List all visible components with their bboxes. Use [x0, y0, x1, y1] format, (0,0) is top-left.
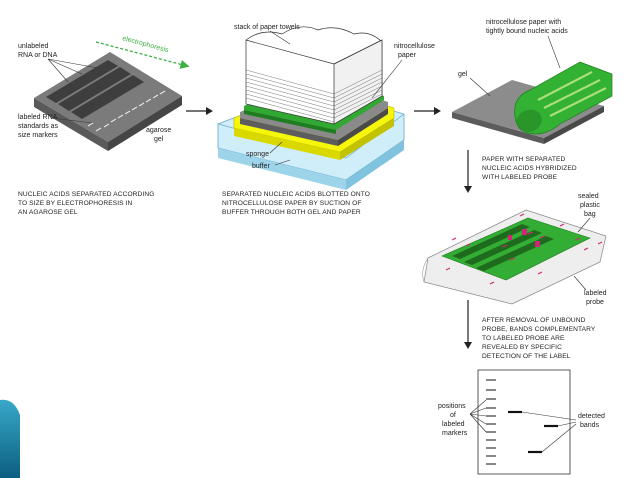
step1-caption: AN AGAROSE GEL: [18, 209, 78, 216]
unlabeled-label: RNA or DNA: [18, 52, 58, 59]
detected-label: bands: [580, 422, 600, 429]
step1-caption: NUCLEIC ACIDS SEPARATED ACCORDING: [18, 191, 154, 198]
paper-bands: [537, 71, 607, 117]
towel-layer-lines: [245, 69, 383, 123]
hyb-bands: [452, 224, 554, 271]
step2-blot-stack: stack of paper towels nitrocellulose pap…: [217, 24, 435, 216]
step2-caption: BUFFER THROUGH BOTH GEL AND PAPER: [222, 209, 361, 216]
gel-right-face: [108, 96, 182, 151]
step5-caption: AFTER REMOVAL OF UNBOUND: [482, 317, 586, 324]
gel-band: [46, 60, 118, 103]
detected-label: detected: [578, 413, 605, 420]
leader-line: [547, 35, 561, 69]
paper-label: tightly bound nucleic acids: [486, 28, 568, 35]
gel-left-face: [34, 98, 108, 151]
probe-marks: [445, 213, 603, 285]
leader-line: [577, 217, 591, 233]
step5-autoradiograph: positions of labeled markers detected ba…: [438, 369, 605, 475]
step4-caption: NUCLEIC ACIDS HYBRIDIZED: [482, 165, 577, 172]
leader-line: [47, 58, 83, 75]
leader-line: [269, 30, 291, 45]
step2-caption: SEPARATED NUCLEIC ACIDS BLOTTED ONTO: [222, 191, 370, 198]
bag-label: bag: [584, 211, 596, 218]
leader-line: [269, 141, 283, 154]
leader-line: [47, 58, 69, 83]
leader-line: [371, 59, 403, 99]
positions-label: of: [450, 412, 456, 419]
flow-arrow-head: [206, 107, 213, 115]
standards-label: size markers: [18, 132, 58, 139]
step1-agarose-gel: electrophoresis unlabeled RNA or DNA lab…: [18, 35, 190, 216]
unlabeled-label: unlabeled: [18, 43, 48, 50]
nitro-label: paper: [398, 52, 417, 59]
leader-line: [51, 117, 93, 124]
standards-label: standards as: [18, 123, 59, 130]
leader-line: [573, 275, 587, 291]
film: [477, 369, 571, 475]
step5-caption: REVEALED BY SPECIFIC: [482, 344, 562, 351]
positions-label: positions: [438, 403, 466, 410]
marker-ticks: [486, 379, 496, 465]
agarose-label: gel: [154, 136, 164, 143]
positions-label: labeled: [442, 421, 465, 428]
step5-caption: PROBE, BANDS COMPLEMENTARY: [482, 326, 596, 333]
leader-line: [469, 77, 491, 97]
leader-line: [274, 159, 291, 166]
flow-arrow-head: [464, 186, 472, 193]
positions-label: markers: [442, 430, 468, 437]
leader-line: [47, 58, 99, 69]
electrophoresis-label: electrophoresis: [121, 35, 169, 54]
towels-label: stack of paper towels: [234, 24, 300, 31]
probe-label: labeled: [584, 290, 607, 297]
step4-hybridization-bag: sealed plastic bag labeled probe: [422, 193, 607, 306]
paper-label: nitrocellulose paper with: [486, 19, 561, 26]
step4-caption: PAPER WITH SEPARATED: [482, 156, 565, 163]
bag-label: plastic: [580, 202, 600, 209]
gel-band: [58, 67, 131, 111]
buffer-front: [218, 148, 346, 190]
step2-caption: NITROCELLULOSE PAPER BY SUCTION OF: [222, 200, 361, 207]
hyb-paper: [441, 217, 591, 281]
flow-arrow-head: [434, 107, 441, 115]
sponge-label: sponge: [246, 151, 269, 158]
nitro-label: nitrocellulose: [394, 43, 435, 50]
peel-gel-label: gel: [458, 71, 468, 78]
detected-leaders: [521, 411, 577, 453]
step4-caption: WITH LABELED PROBE: [482, 174, 558, 181]
slide-corner-decoration: [0, 399, 20, 478]
standards-label: labeled RNA: [18, 114, 58, 121]
agarose-label: agarose: [146, 127, 171, 134]
step5-caption: DETECTION OF THE LABEL: [482, 353, 571, 360]
buffer-label: buffer: [252, 163, 270, 170]
flow-arrow-head: [464, 342, 472, 349]
detected-band-marks: [508, 410, 558, 454]
bag-label: sealed: [578, 193, 599, 200]
gel-marker-lane: [87, 90, 166, 132]
positions-leaders: [469, 399, 487, 433]
probe-spots: [508, 229, 540, 247]
gel-band: [71, 75, 144, 119]
step1-caption: TO SIZE BY ELECTROPHORESIS IN: [18, 200, 133, 207]
probe-label: probe: [586, 299, 604, 306]
electrophoresis-arrow: [95, 41, 190, 69]
step3-peel: nitrocellulose paper with tightly bound …: [452, 19, 613, 144]
step5-caption: TO LABELED PROBE ARE: [482, 335, 565, 342]
